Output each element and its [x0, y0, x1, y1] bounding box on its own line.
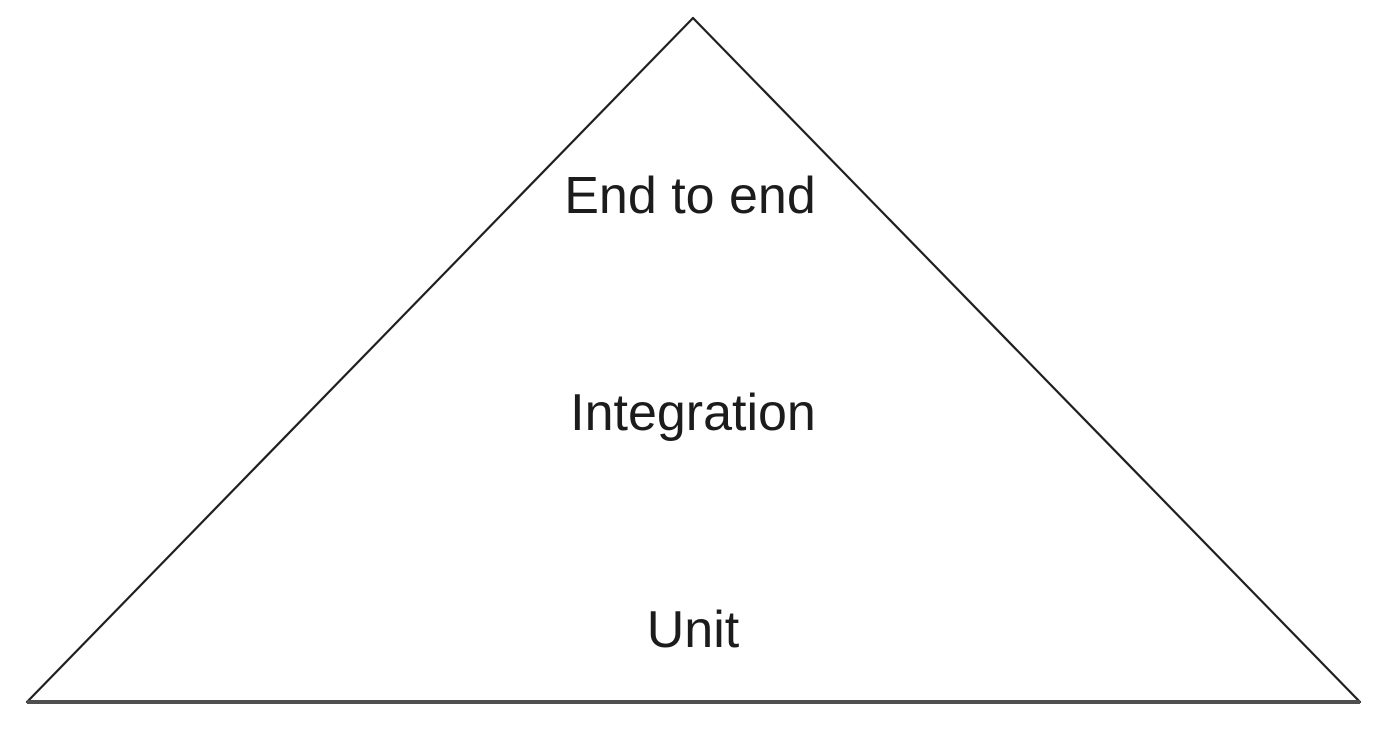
pyramid-triangle	[27, 18, 1360, 702]
level-label-integration: Integration	[570, 384, 816, 442]
pyramid-right-edge	[691, 16, 1362, 704]
pyramid-left-edge	[25, 16, 695, 704]
level-label-unit: Unit	[647, 601, 740, 659]
level-label-end-to-end: End to end	[564, 167, 816, 225]
